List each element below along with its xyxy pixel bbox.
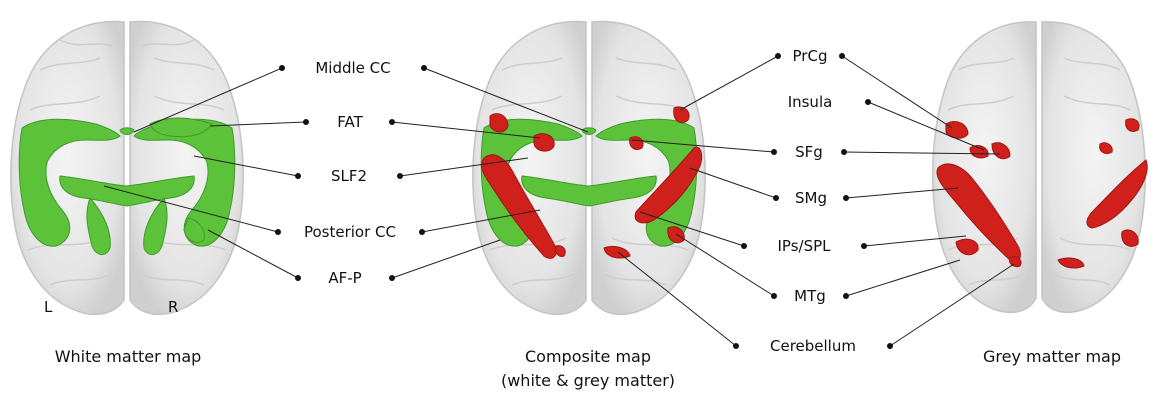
caption-grey-matter-map: Grey matter map xyxy=(983,347,1121,366)
label-af-p: AF-P xyxy=(328,269,361,287)
caption-composite-map: Composite map xyxy=(525,347,651,366)
dot xyxy=(775,53,781,59)
dot xyxy=(771,293,777,299)
line-mtg-right xyxy=(846,260,960,296)
label-middle-cc: Middle CC xyxy=(315,59,390,77)
dot xyxy=(421,65,427,71)
dot xyxy=(397,173,403,179)
label-smg: SMg xyxy=(795,189,827,207)
line-mtg-left xyxy=(676,234,774,296)
line-af-p-right xyxy=(392,240,500,278)
dot xyxy=(733,343,739,349)
dot xyxy=(843,195,849,201)
dot xyxy=(773,195,779,201)
label-posterior-cc: Posterior CC xyxy=(304,223,396,241)
label-sfg: SFg xyxy=(795,143,823,161)
dot xyxy=(843,293,849,299)
dot xyxy=(865,99,871,105)
caption-composite-map-subtitle: (white & grey matter) xyxy=(501,371,675,390)
dot xyxy=(389,275,395,281)
dot xyxy=(389,119,395,125)
dot xyxy=(841,149,847,155)
grey-brain-right-hemisphere xyxy=(1042,22,1145,312)
white-matter-brain: L R xyxy=(11,22,243,316)
label-mtg: MTg xyxy=(794,287,826,305)
composite-brain xyxy=(473,22,705,315)
white-right-marker: R xyxy=(168,298,178,316)
label-ips-spl: IPs/SPL xyxy=(778,237,832,255)
grey-matter-label-list: PrCg Insula SFg SMg IPs/SPL MTg Cerebell… xyxy=(770,47,856,355)
white-matter-label-list: Middle CC FAT SLF2 Posterior CC AF-P xyxy=(304,59,396,287)
dot xyxy=(275,229,281,235)
dot xyxy=(295,275,301,281)
dot xyxy=(295,173,301,179)
line-prcg-right xyxy=(842,56,952,128)
label-prcg: PrCg xyxy=(793,47,828,65)
label-cerebellum: Cerebellum xyxy=(770,337,856,355)
dot xyxy=(741,243,747,249)
label-fat: FAT xyxy=(337,113,363,131)
dot xyxy=(861,243,867,249)
dot xyxy=(839,53,845,59)
dot xyxy=(771,149,777,155)
dot xyxy=(419,229,425,235)
caption-white-matter-map: White matter map xyxy=(55,347,202,366)
label-insula: Insula xyxy=(788,93,833,111)
white-left-marker: L xyxy=(44,298,53,316)
dot xyxy=(887,343,893,349)
label-slf2: SLF2 xyxy=(331,167,367,185)
grey-matter-brain xyxy=(933,22,1147,312)
dot xyxy=(279,65,285,71)
line-prcg-left xyxy=(680,56,778,110)
dot xyxy=(303,119,309,125)
